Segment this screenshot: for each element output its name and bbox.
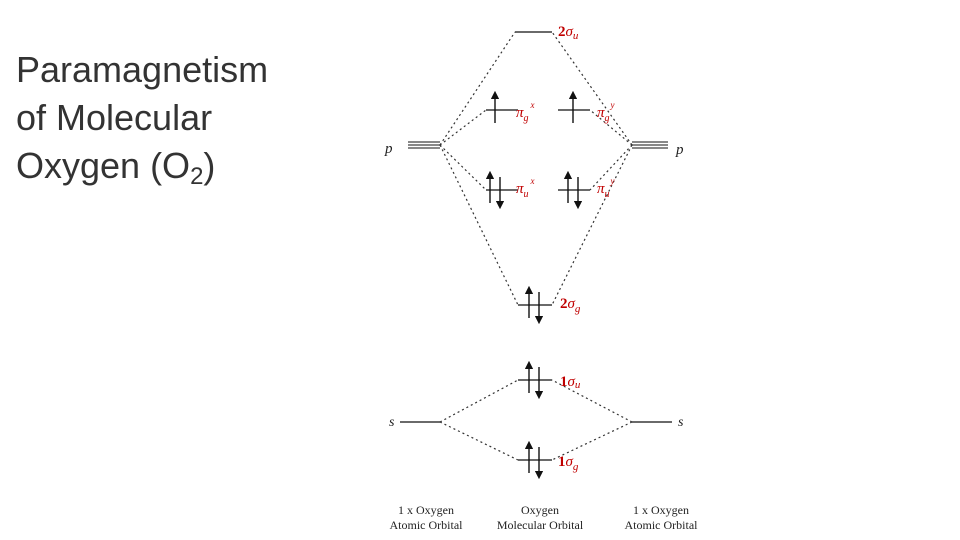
label-p-left: p <box>384 141 393 157</box>
label-pi-g-y: πgy <box>597 100 615 124</box>
footer-captions: 1 x Oxygen Atomic Orbital Oxygen Molecul… <box>390 503 699 532</box>
energy-levels <box>400 31 672 461</box>
title-line-3: Oxygen (O2) <box>16 145 216 190</box>
correlation-lines <box>439 31 633 461</box>
label-s-left: s <box>389 415 395 430</box>
label-s-right: s <box>678 415 684 430</box>
slide-title: Paramagnetism of Molecular Oxygen (O2) <box>16 46 316 190</box>
title-line-1: Paramagnetism <box>16 49 269 90</box>
footer-center-line2: Molecular Orbital <box>497 518 584 532</box>
label-pi-g-x: πgx <box>516 100 535 124</box>
label-pi-u-x: πux <box>516 176 535 200</box>
label-2sigma-u: 2σu <box>558 24 579 42</box>
footer-right-line1: 1 x Oxygen <box>633 503 689 517</box>
footer-left-line1: 1 x Oxygen <box>398 503 454 517</box>
label-1sigma-u: 1σu <box>560 374 581 391</box>
footer-left-line2: Atomic Orbital <box>390 518 464 532</box>
label-1sigma-g: 1σg <box>558 454 579 473</box>
label-pi-u-y: πuy <box>597 176 615 200</box>
footer-right-line2: Atomic Orbital <box>625 518 699 532</box>
footer-center-line1: Oxygen <box>521 503 559 517</box>
label-p-right: p <box>675 142 684 158</box>
electrons <box>485 90 583 480</box>
p-levels <box>408 141 668 149</box>
title-subscript: 2 <box>190 163 204 190</box>
title-line-2: of Molecular <box>16 97 213 138</box>
label-2sigma-g: 2σg <box>560 296 581 315</box>
